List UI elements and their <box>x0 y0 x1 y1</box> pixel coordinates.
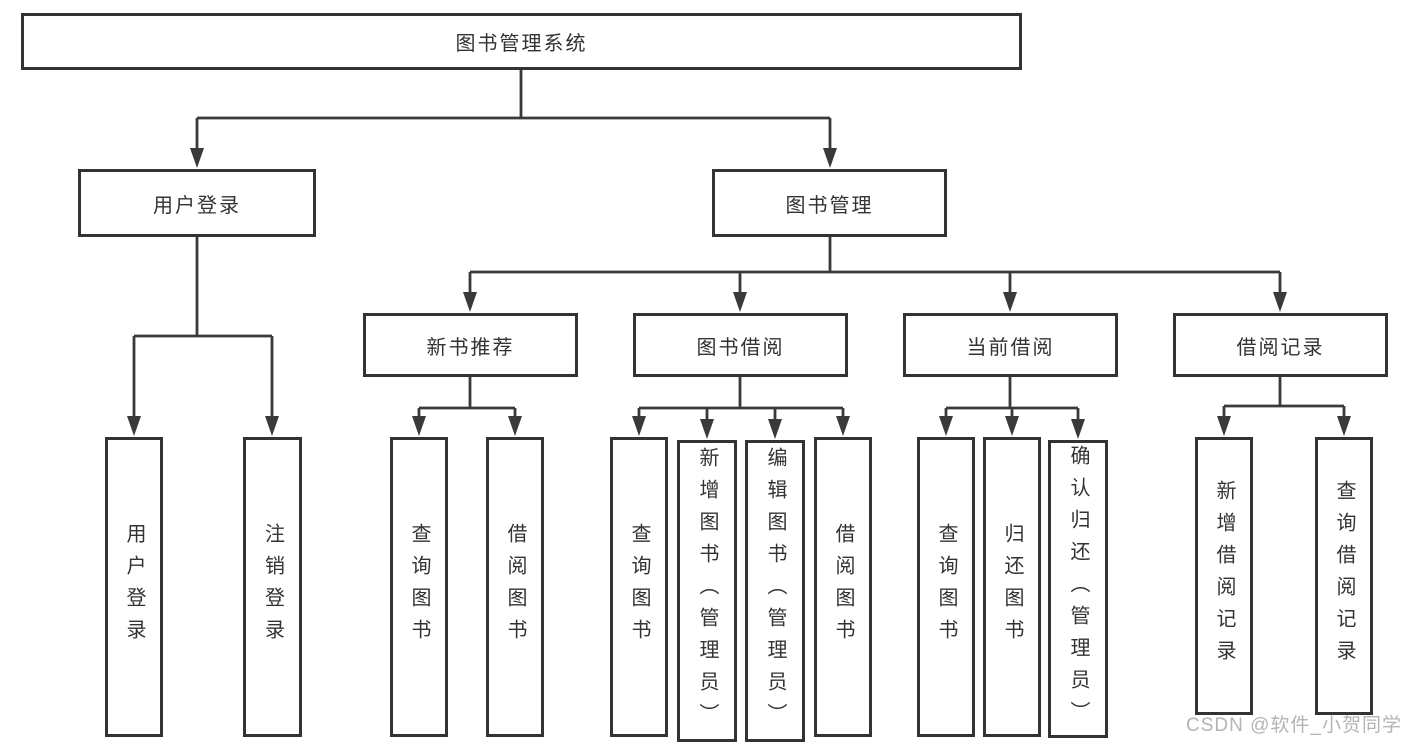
node-new-book-recommendation-label: 新书推荐 <box>426 336 515 359</box>
leaf-add-book-admin: 新增图书（管理员） <box>677 440 737 742</box>
leaf-edit-book-admin-label: 编辑图书（管理员） <box>764 447 786 735</box>
node-user-login-label: 用户登录 <box>153 194 241 217</box>
leaf-user-login-label: 用户登录 <box>123 523 145 651</box>
leaf-return-book: 归还图书 <box>983 437 1041 737</box>
arrowheads <box>127 148 1351 439</box>
leaf-query-books-current-label: 查询图书 <box>935 523 957 651</box>
tree-edges <box>132 70 1346 421</box>
node-root-label: 图书管理系统 <box>455 33 588 55</box>
leaf-logout-label: 注销登录 <box>261 523 284 651</box>
leaf-add-book-admin-label: 新增图书（管理员） <box>696 447 718 735</box>
node-borrowing-records-label: 借阅记录 <box>1236 336 1325 359</box>
leaf-borrow-books-borrow-label: 借阅图书 <box>832 523 854 651</box>
leaf-user-login: 用户登录 <box>105 437 163 737</box>
leaf-borrow-books-borrow: 借阅图书 <box>814 437 872 737</box>
leaf-edit-book-admin: 编辑图书（管理员） <box>745 440 805 742</box>
node-book-management-label: 图书管理 <box>785 194 874 217</box>
node-borrowing-records: 借阅记录 <box>1173 313 1388 377</box>
leaf-add-borrow-record-label: 新增借阅记录 <box>1213 480 1235 672</box>
leaf-add-borrow-record: 新增借阅记录 <box>1195 437 1253 715</box>
node-current-borrowing: 当前借阅 <box>903 313 1118 377</box>
leaf-borrow-books-recommend: 借阅图书 <box>486 437 544 737</box>
node-new-book-recommendation: 新书推荐 <box>363 313 578 377</box>
leaf-query-books-current: 查询图书 <box>917 437 975 737</box>
leaf-query-books-borrow: 查询图书 <box>610 437 668 737</box>
leaf-return-book-label: 归还图书 <box>1001 523 1023 651</box>
leaf-confirm-return-admin-label: 确认归还（管理员） <box>1067 445 1089 733</box>
leaf-borrow-books-recommend-label: 借阅图书 <box>504 523 526 651</box>
node-book-borrowing-label: 图书借阅 <box>696 336 785 359</box>
node-book-borrowing: 图书借阅 <box>633 313 848 377</box>
node-user-login: 用户登录 <box>78 169 316 237</box>
leaf-logout: 注销登录 <box>243 437 302 737</box>
leaf-query-books-recommend: 查询图书 <box>390 437 448 737</box>
node-current-borrowing-label: 当前借阅 <box>966 336 1055 359</box>
csdn-watermark: CSDN @软件_小贺同学 <box>1186 715 1402 736</box>
leaf-confirm-return-admin: 确认归还（管理员） <box>1048 440 1108 738</box>
leaf-query-borrow-record-label: 查询借阅记录 <box>1333 480 1355 672</box>
node-book-management: 图书管理 <box>712 169 947 237</box>
node-root: 图书管理系统 <box>21 13 1022 70</box>
leaf-query-books-borrow-label: 查询图书 <box>628 523 650 651</box>
leaf-query-borrow-record: 查询借阅记录 <box>1315 437 1373 715</box>
leaf-query-books-recommend-label: 查询图书 <box>408 523 430 651</box>
